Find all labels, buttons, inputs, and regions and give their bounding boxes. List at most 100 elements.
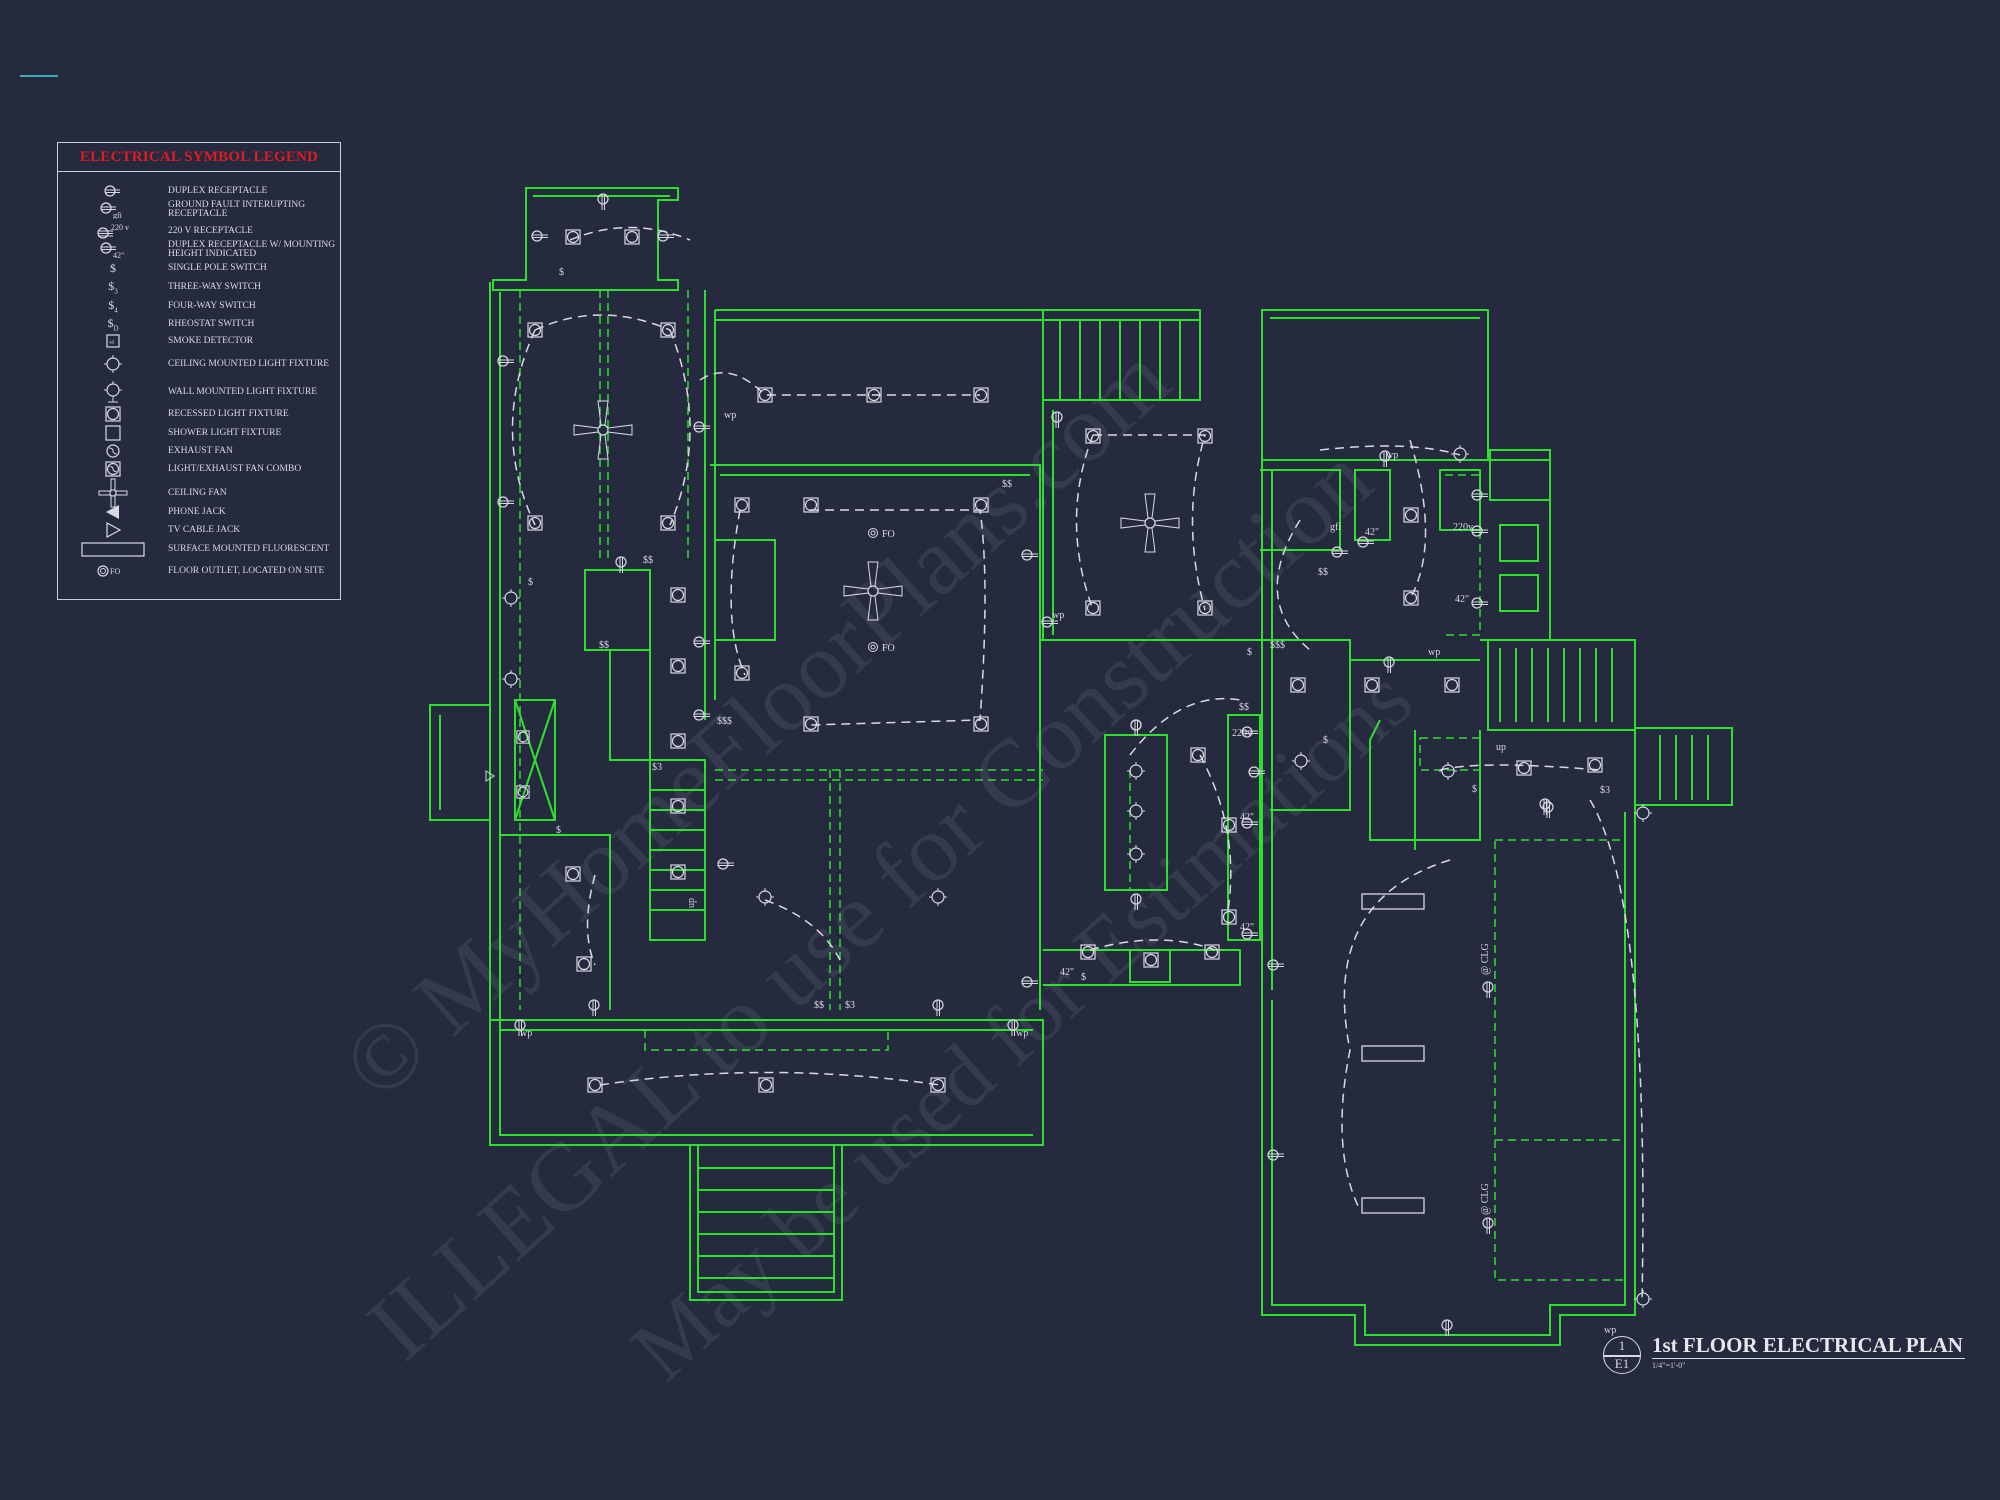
svg-text:gfi: gfi	[1330, 522, 1341, 533]
svg-text:sd: sd	[110, 341, 115, 346]
light-exhaust-fan-icon	[58, 460, 168, 478]
svg-text:220 v: 220 v	[111, 223, 129, 232]
tv-cable-jack-icon	[58, 521, 168, 539]
single-pole-switch-icon: $	[110, 261, 116, 275]
svg-text:42": 42"	[1060, 967, 1074, 978]
legend-item: CEILING FAN	[58, 478, 340, 508]
duplex-receptacle-icon	[58, 183, 168, 199]
floor-outlet-label: FO	[882, 643, 895, 654]
ceiling-light-icon	[58, 353, 168, 375]
legend-item: $3 THREE-WAY SWITCH	[58, 279, 340, 295]
svg-text:wp: wp	[520, 1028, 532, 1039]
svg-text:wp: wp	[724, 410, 736, 421]
svg-text:$: $	[559, 267, 564, 278]
svg-text:wp: wp	[1386, 450, 1398, 461]
legend-item: DUPLEX RECEPTACLE	[58, 183, 340, 199]
legend-item: EXHAUST FAN	[58, 442, 340, 460]
svg-text:$$$: $$$	[1270, 640, 1285, 651]
svg-text:wp: wp	[1052, 610, 1064, 621]
legend-item: CEILING MOUNTED LIGHT FIXTURE	[58, 353, 340, 375]
legend-item: $4 FOUR-WAY SWITCH	[58, 298, 340, 314]
three-way-switch-icon: $3	[108, 279, 118, 296]
recessed-light-icon	[58, 405, 168, 423]
svg-text:$$: $$	[599, 640, 609, 651]
svg-text:42": 42"	[1455, 594, 1469, 605]
ceiling-fan-icon	[58, 478, 168, 508]
fluorescent-icon	[58, 540, 168, 558]
svg-text:@ CLG: @ CLG	[1480, 1183, 1491, 1215]
gfi-receptacle-icon: gfi	[58, 201, 168, 219]
legend-item: $ SINGLE POLE SWITCH	[58, 261, 340, 276]
legend-item: RECESSED LIGHT FIXTURE	[58, 405, 340, 423]
svg-text:$: $	[528, 577, 533, 588]
legend-item: sd SMOKE DETECTOR	[58, 333, 340, 349]
detail-callout: 1 E1	[1603, 1336, 1641, 1374]
detail-number: 1	[1618, 1338, 1626, 1353]
svg-text:$$: $$	[1239, 702, 1249, 713]
tv-cable-jack-icon	[485, 770, 495, 782]
ceiling-fan-icon	[843, 561, 903, 621]
svg-text:$: $	[556, 825, 561, 836]
svg-text:42": 42"	[1240, 922, 1254, 933]
legend-item: $D RHEOSTAT SWITCH	[58, 316, 340, 332]
duplex-receptacle-height-icon: 42"	[58, 241, 168, 259]
svg-text:$3: $3	[652, 762, 662, 773]
legend-title: ELECTRICAL SYMBOL LEGEND	[58, 143, 340, 172]
svg-text:$$: $$	[1002, 479, 1012, 490]
drawing-title-block: 1 E1 1st FLOOR ELECTRICAL PLAN 1/4"=1'-0…	[1600, 1330, 1970, 1380]
sheet-number: E1	[1614, 1356, 1630, 1371]
walls	[429, 187, 1733, 1346]
legend-item: LIGHT/EXHAUST FAN COMBO	[58, 460, 340, 478]
legend-item: 220 v 220 V RECEPTACLE	[58, 222, 340, 240]
legend-item: PHONE JACK	[58, 503, 340, 521]
svg-text:up: up	[1496, 742, 1506, 753]
svg-text:42": 42"	[1240, 812, 1254, 823]
svg-text:wp: wp	[1428, 647, 1440, 658]
svg-text:FO: FO	[110, 567, 120, 576]
wall-light-icon	[58, 380, 168, 404]
circuit-runs	[511, 226, 1644, 1301]
svg-text:220v: 220v	[1232, 728, 1252, 739]
fluorescent-fixtures	[1361, 893, 1425, 1214]
220v-receptacle-icon: 220 v	[58, 222, 168, 240]
legend-item: SHOWER LIGHT FIXTURE	[58, 424, 340, 442]
legend-item: SURFACE MOUNTED FLUORESCENT	[58, 540, 340, 558]
svg-text:$$: $$	[1318, 567, 1328, 578]
drawing-title: 1st FLOOR ELECTRICAL PLAN	[1652, 1333, 1965, 1359]
legend-item: TV CABLE JACK	[58, 521, 340, 539]
svg-text:$: $	[1323, 735, 1328, 746]
drawing-scale: 1/4"=1'-0"	[1652, 1361, 1686, 1370]
ceiling-fan-icon	[573, 400, 633, 460]
svg-text:wp: wp	[1604, 1325, 1616, 1336]
svg-text:$$: $$	[643, 555, 653, 566]
svg-text:wp: wp	[1016, 1028, 1028, 1039]
svg-text:gfi: gfi	[113, 211, 123, 219]
svg-text:$$$: $$$	[717, 716, 732, 727]
smoke-detector-icon: sd	[58, 333, 168, 349]
phone-jack-icon	[58, 503, 168, 521]
svg-text:$: $	[1247, 647, 1252, 658]
rheostat-switch-icon: $D	[107, 316, 119, 333]
svg-text:220v: 220v	[1453, 522, 1473, 533]
svg-text:@ CLG: @ CLG	[1480, 943, 1491, 975]
shower-light-icon	[58, 424, 168, 442]
svg-text:$$: $$	[814, 1000, 824, 1011]
legend-item: WALL MOUNTED LIGHT FIXTURE	[58, 380, 340, 404]
legend-item: 42" DUPLEX RECEPTACLE W/ MOUNTING HEIGHT…	[58, 240, 340, 259]
svg-text:42": 42"	[113, 251, 124, 259]
exhaust-fan-icon	[58, 442, 168, 460]
svg-text:$: $	[1472, 784, 1477, 795]
svg-text:42": 42"	[1365, 527, 1379, 538]
svg-text:$3: $3	[1600, 785, 1610, 796]
svg-text:$3: $3	[845, 1000, 855, 1011]
plan-labels: FO FO wp wp wp wp wp wp wp gfi 220v 220v…	[485, 267, 1616, 1336]
svg-text:$: $	[1081, 972, 1086, 983]
dashed-cabinets	[519, 290, 1626, 1281]
four-way-switch-icon: $4	[108, 298, 118, 315]
ceiling-fan-icon	[1120, 493, 1180, 553]
legend-item: FO FLOOR OUTLET, LOCATED ON SITE	[58, 563, 340, 579]
corner-mark	[20, 75, 58, 77]
legend-item: gfi GROUND FAULT INTERUPTING RECEPTACLE	[58, 200, 340, 219]
electrical-symbol-legend: ELECTRICAL SYMBOL LEGEND DUPLEX RECEPTAC…	[57, 142, 341, 600]
